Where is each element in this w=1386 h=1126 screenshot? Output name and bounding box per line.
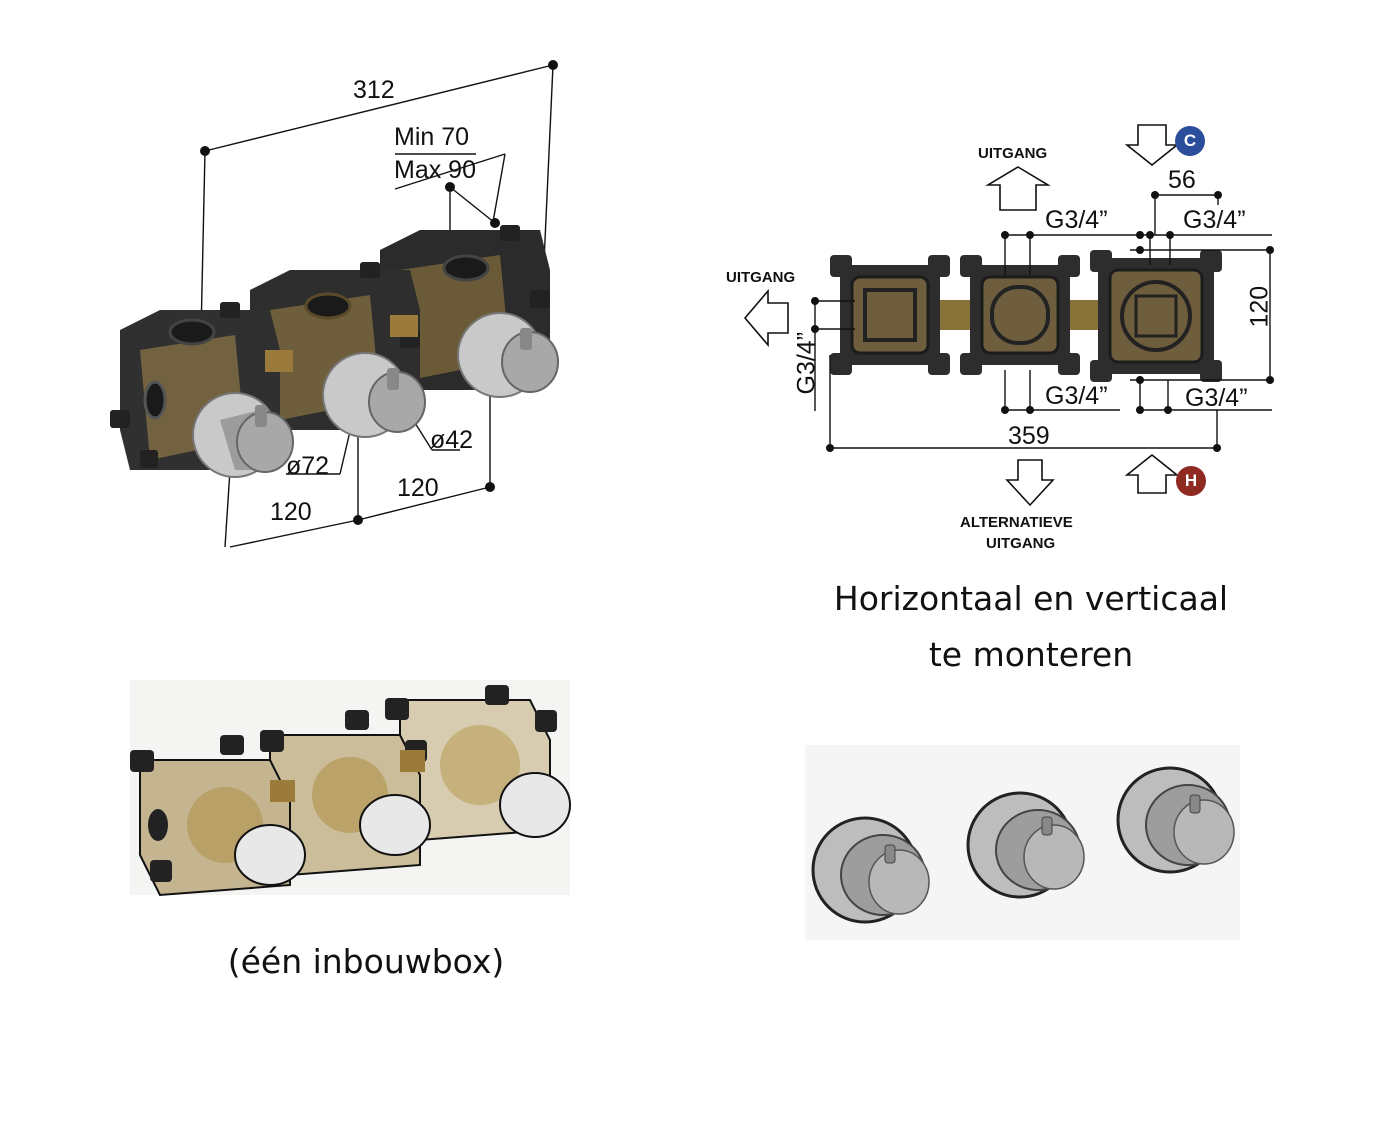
mounting-box-render (130, 680, 571, 897)
thread-top-middle: G3/4” (1045, 206, 1108, 234)
trim-knobs-graphic (805, 745, 1240, 940)
label-outlet-left: UITGANG (726, 269, 796, 286)
dim-359: 359 (1008, 422, 1050, 450)
label-alternative-outlet-1: ALTERNATIEVE (960, 514, 1073, 531)
arrow-down-icon (1124, 124, 1180, 167)
hot-badge: H (1176, 466, 1206, 496)
arrow-down-alt-icon (1005, 459, 1055, 507)
label-outlet-top: UITGANG (978, 145, 1048, 162)
front-drawing-graphic (743, 124, 1274, 507)
front-dimension-drawing: UITGANG UITGANG ALTERNATIEVE UITGANG 56 … (720, 115, 1300, 560)
thread-bottom-middle: G3/4” (1045, 382, 1108, 410)
dim-120-vertical: 120 (1245, 285, 1274, 328)
dim-diameter-small: ø42 (430, 426, 474, 454)
caption-box-note: (één inbouwbox) (227, 942, 505, 981)
trim-knobs-render (805, 745, 1240, 940)
isometric-dimension-drawing: 312 Min 70 Max 90 ø72 ø42 120 120 (100, 50, 580, 560)
dim-depth-max: Max 90 (394, 156, 476, 184)
dim-56: 56 (1168, 166, 1196, 194)
dim-spacing-left: 120 (270, 498, 312, 526)
cold-badge: C (1175, 126, 1205, 156)
dim-total-length: 312 (353, 76, 395, 104)
arrow-up-hot-icon (1124, 453, 1180, 494)
arrow-up-icon (985, 166, 1051, 211)
mounting-box-graphic (130, 680, 571, 897)
thread-left: G3/4” (792, 331, 821, 395)
isometric-drawing-graphic (110, 60, 559, 548)
caption-mounting-line1: Horizontaal en verticaal (833, 579, 1229, 618)
dim-depth-min: Min 70 (394, 123, 470, 151)
dim-spacing-right: 120 (397, 474, 439, 502)
arrow-left-icon (743, 288, 789, 348)
dim-diameter-large: ø72 (286, 452, 330, 480)
caption-mounting-line2: te monteren (928, 635, 1134, 674)
label-alternative-outlet-2: UITGANG (986, 535, 1056, 552)
thread-bottom-right: G3/4” (1185, 384, 1248, 412)
thread-top-right: G3/4” (1183, 206, 1246, 234)
